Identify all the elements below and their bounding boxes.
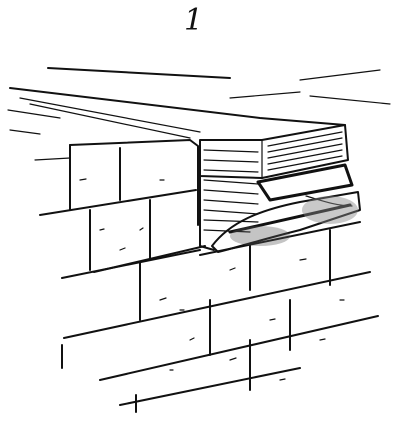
lintel-top-surface — [7, 67, 391, 139]
brick-wall — [34, 139, 379, 413]
cornice-shadow — [230, 196, 358, 246]
lintel-end-block — [199, 124, 349, 233]
figure-number: 1 — [184, 3, 204, 38]
